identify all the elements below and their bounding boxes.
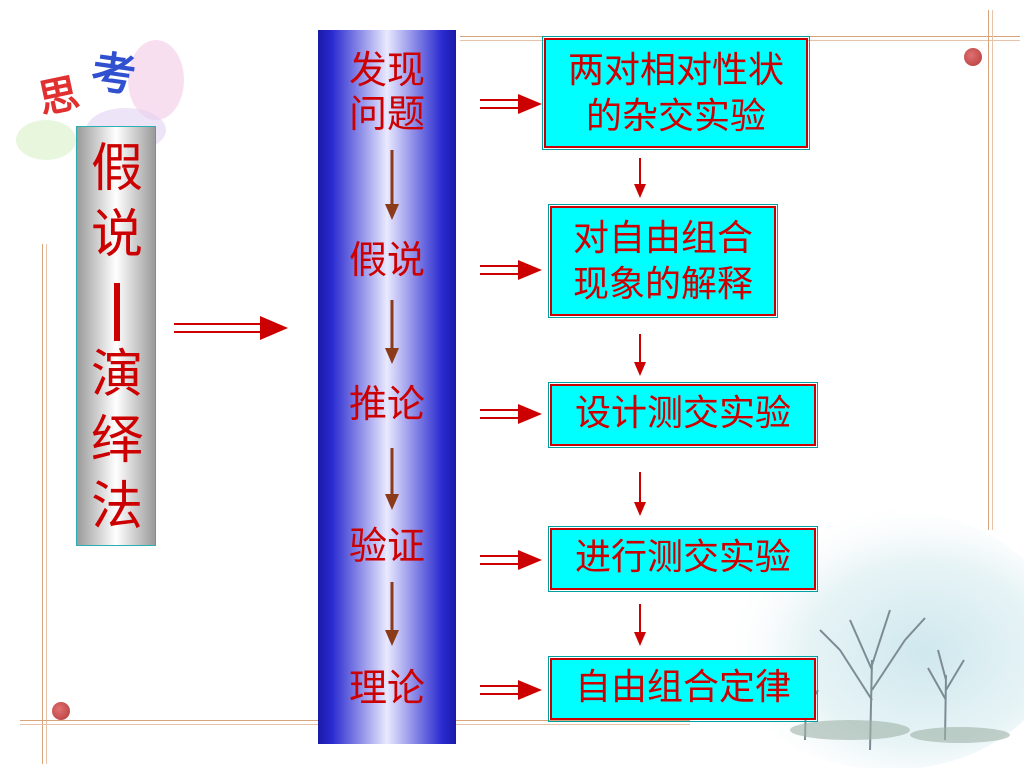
decor-dot-top-right xyxy=(964,48,982,66)
box5-line1: 自由组合定律 xyxy=(574,667,791,708)
right-arrow-1 xyxy=(480,94,542,114)
frame-line-right xyxy=(988,10,989,530)
box-down-arrow-3 xyxy=(634,472,646,516)
frame-line-left xyxy=(42,244,43,764)
box-down-arrow-1 xyxy=(634,158,646,198)
box-free-combination-law: 自由组合定律 xyxy=(548,656,818,722)
title-char-6: 法 xyxy=(90,477,143,537)
title-char-2: 说 xyxy=(90,205,143,265)
step-discover-problem: 发现 xyxy=(318,48,456,92)
down-arrow-1 xyxy=(385,150,399,220)
box-down-arrow-2 xyxy=(634,334,646,376)
box4-line1: 进行测交实验 xyxy=(574,537,791,578)
main-arrow xyxy=(174,316,288,340)
frame-line-top xyxy=(460,36,1020,37)
frame-line-left-2 xyxy=(46,244,47,764)
process-column: 发现 问题 假说 推论 验证 理论 xyxy=(318,30,456,744)
title-char-4: 演 xyxy=(90,345,143,405)
step-theory: 理论 xyxy=(348,666,425,710)
step-discover-problem-line2: 问题 xyxy=(318,92,456,136)
title-char-1: 假 xyxy=(90,139,143,199)
down-arrow-4 xyxy=(385,582,399,646)
down-arrow-2 xyxy=(385,300,399,364)
right-arrow-4 xyxy=(480,550,542,570)
right-arrow-3 xyxy=(480,404,542,424)
box1-line1: 两对相对性状 xyxy=(567,50,784,91)
down-arrow-3 xyxy=(385,448,399,510)
box2-line1: 对自由组合 xyxy=(572,218,753,259)
step-label-1b: 问题 xyxy=(348,92,425,136)
box-run-testcross: 进行测交实验 xyxy=(548,526,818,592)
right-arrow-2 xyxy=(480,260,542,280)
step-hypothesis: 假说 xyxy=(348,238,425,282)
step-deduction: 推论 xyxy=(348,382,425,426)
box2-line2: 现象的解释 xyxy=(572,264,753,305)
title-dash xyxy=(114,283,120,341)
step-label-1a: 发现 xyxy=(348,48,425,92)
right-arrow-5 xyxy=(480,680,542,700)
box-design-testcross: 设计测交实验 xyxy=(548,382,818,448)
title-char-5: 绎 xyxy=(90,411,143,471)
box-explanation: 对自由组合 现象的解释 xyxy=(548,204,778,318)
box-dihybrid-cross: 两对相对性状 的杂交实验 xyxy=(542,36,810,150)
box1-line2: 的杂交实验 xyxy=(585,96,766,137)
frame-line-right-2 xyxy=(992,10,993,530)
method-title: 假 说 演 绎 法 xyxy=(76,126,156,546)
step-verification: 验证 xyxy=(348,524,425,568)
box3-line1: 设计测交实验 xyxy=(574,393,791,434)
decor-dot-bottom-left xyxy=(52,702,70,720)
box-down-arrow-4 xyxy=(634,604,646,646)
